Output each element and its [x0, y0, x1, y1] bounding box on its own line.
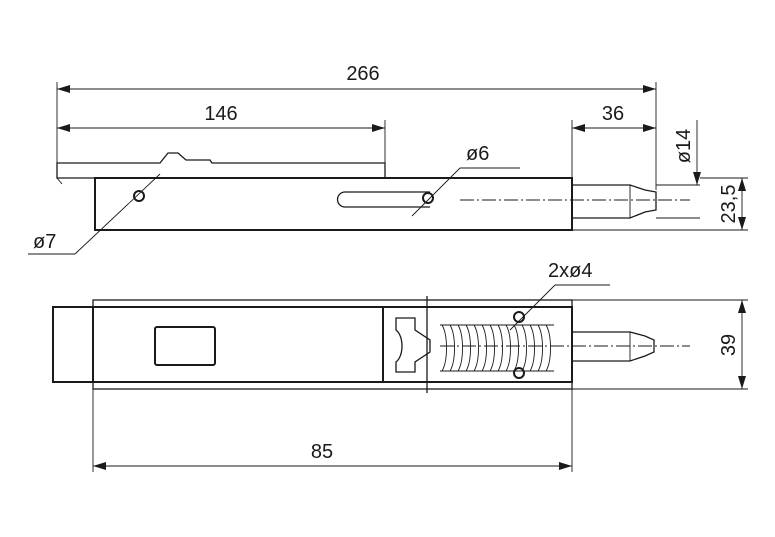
spring-coil: [505, 324, 511, 372]
bolt-body: [94, 177, 573, 231]
spring: [440, 324, 554, 372]
spring-coil: [441, 324, 447, 372]
dim-total-length: 266: [346, 63, 379, 85]
spring-coil: [537, 324, 543, 372]
bottom-view: [52, 296, 690, 393]
bolt-pin: [572, 184, 657, 219]
spring-coil: [481, 324, 487, 372]
spring-coil: [465, 324, 471, 372]
spring-coil: [529, 324, 535, 372]
top-plate: [56, 152, 386, 179]
spring-coil: [457, 324, 463, 372]
screw-hole-bottom: [513, 367, 525, 379]
dim-hole-right: ø6: [466, 143, 489, 165]
spring-coil: [449, 324, 455, 372]
screw-hole-top: [513, 311, 525, 323]
dim-bolt-diameter: ø14: [673, 129, 695, 163]
hole-left: [133, 190, 145, 202]
dim-slot-length: 146: [204, 103, 237, 125]
plate-bevel: [56, 177, 63, 185]
dim-bolt-offset: 23,5: [718, 185, 740, 224]
spring-chamber: [382, 306, 573, 383]
rear-plate: [52, 306, 94, 383]
spring-coil: [513, 324, 519, 372]
dimensions: 266 146 36 ø14 23,5 ø7 ø6: [28, 63, 748, 472]
spring-coil: [521, 324, 527, 372]
dim-hole-left: ø7: [33, 231, 56, 253]
spring-coil: [545, 324, 551, 372]
spring-coil: [497, 324, 503, 372]
top-view: [56, 152, 690, 231]
base-plate: [92, 299, 573, 390]
dim-screw-holes: 2xø4: [548, 260, 592, 282]
slider-block: [395, 317, 431, 373]
dim-body-length: 85: [311, 441, 333, 463]
spring-coil: [473, 324, 479, 372]
spring-coil: [489, 324, 495, 372]
dim-height: 39: [718, 334, 740, 356]
bolt-pin-bottom: [572, 331, 655, 362]
dim-bolt-length: 36: [602, 103, 624, 125]
slot: [336, 191, 430, 208]
hole-right: [422, 192, 434, 204]
knob: [154, 326, 216, 366]
